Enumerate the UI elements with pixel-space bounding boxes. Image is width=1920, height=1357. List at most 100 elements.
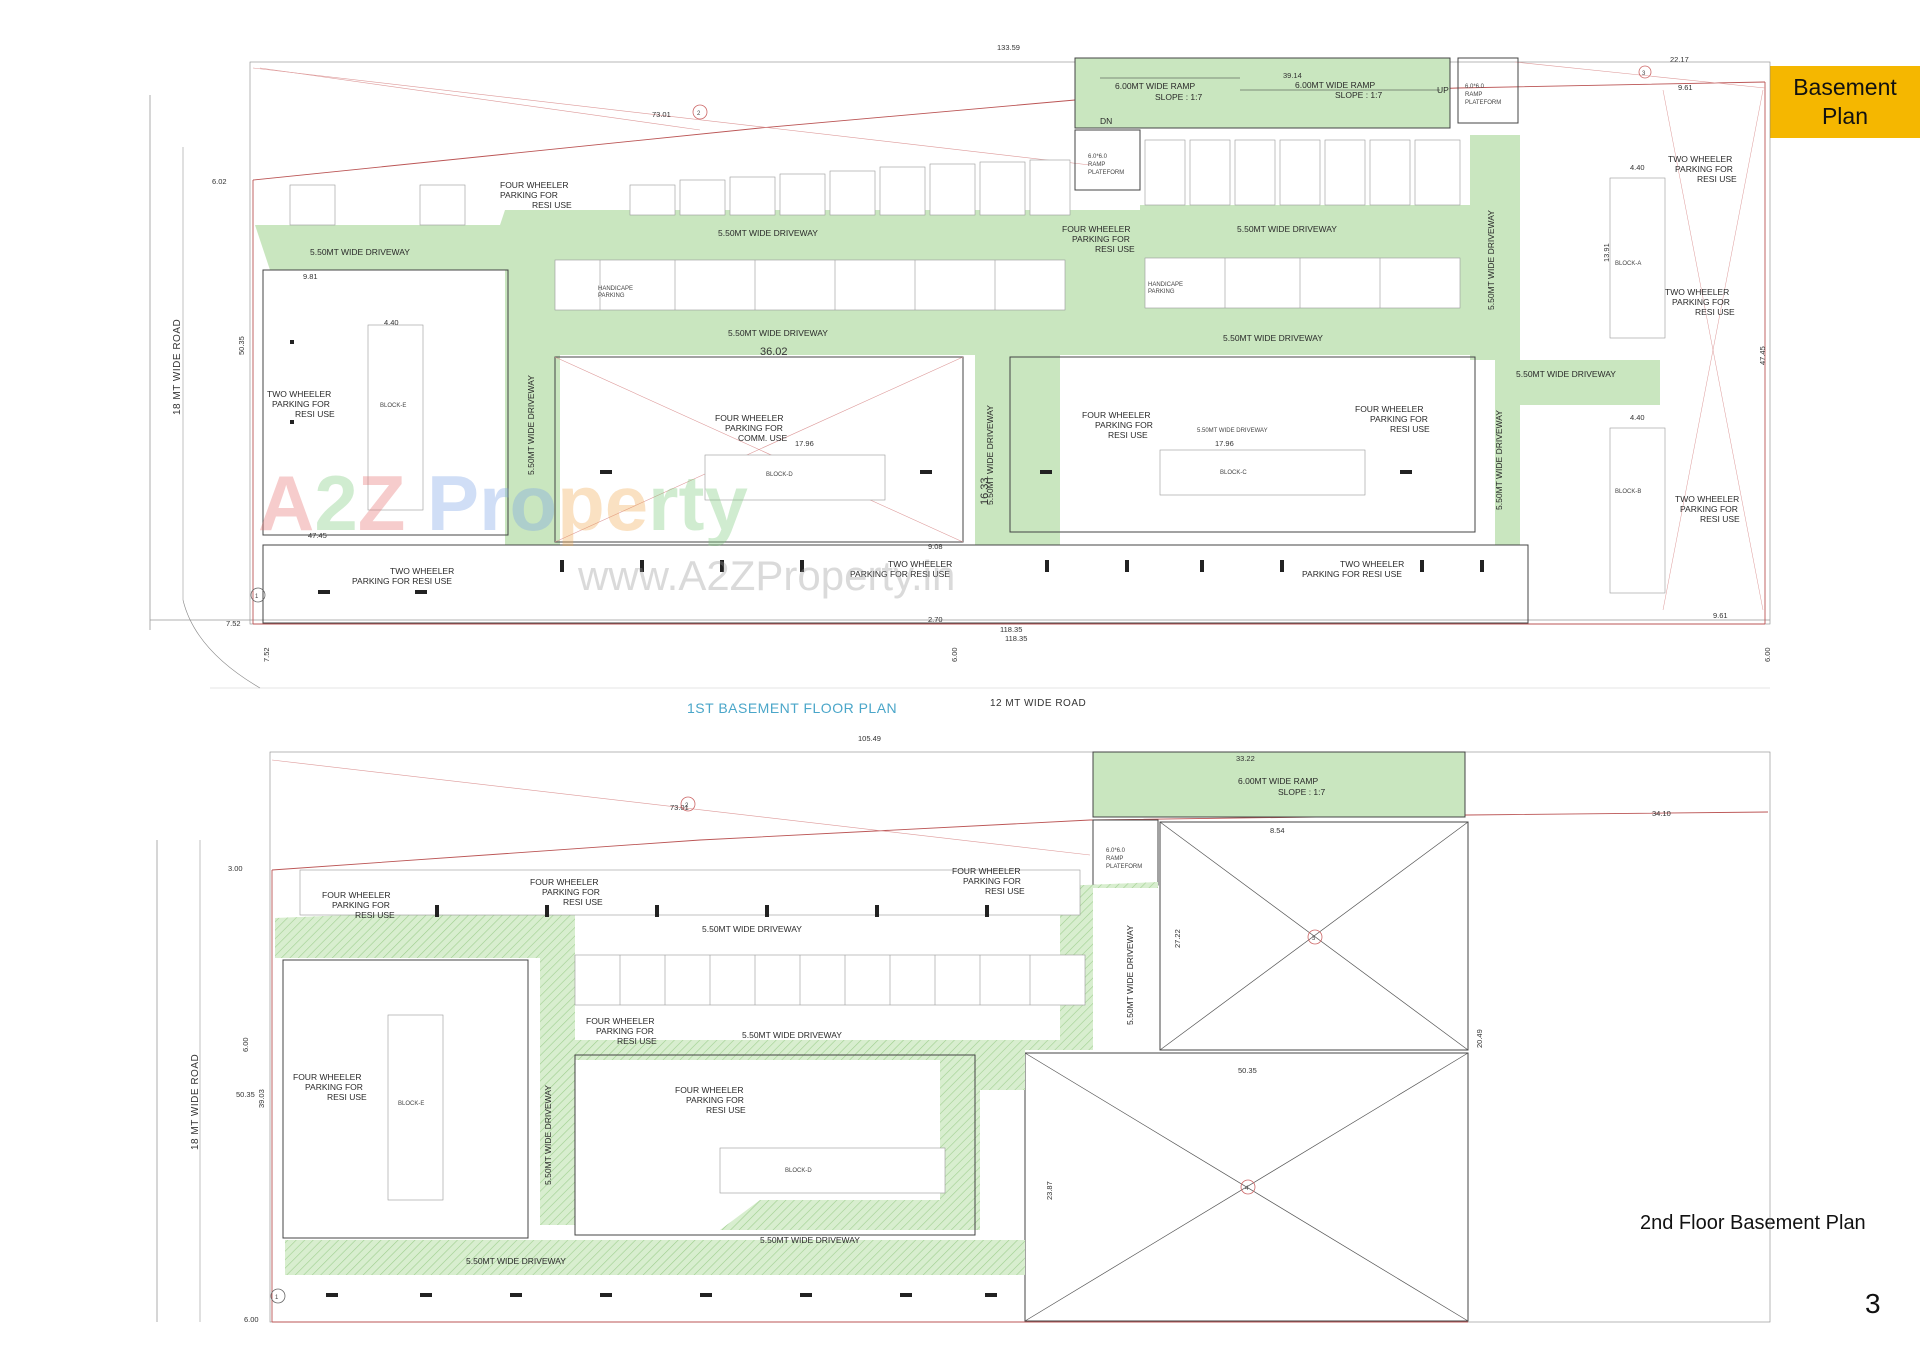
dim-6-00-v1: 7.52: [262, 647, 271, 662]
block-d-core-2: [719, 1147, 946, 1194]
dim-4-40-e: 4.40: [384, 318, 399, 327]
dim-133-59-bottom: 118.35: [1000, 625, 1022, 634]
ramp-dn-label: DN: [1100, 116, 1112, 126]
grid-marker-4: [1240, 1179, 1256, 1195]
block-e-zone: [262, 269, 509, 536]
driveway-2-label-4: 5.50MT WIDE DRIVEWAY: [466, 1256, 566, 1266]
road-left-label: 18 MT WIDE ROAD: [172, 319, 183, 415]
grid-marker-3b: [1307, 929, 1323, 945]
dim2-27-22: 8.54: [1270, 826, 1285, 835]
dim-6-00-v3: 6.00: [1763, 647, 1772, 662]
road-left-label-2: 18 MT WIDE ROAD: [190, 1054, 201, 1150]
driveway-label-6: 5.50MT WIDE DRIVEWAY: [1516, 369, 1616, 379]
dim2-73-01: 73.01: [670, 803, 689, 812]
driveway-2-label-v2: 5.50MT WIDE DRIVEWAY: [1125, 925, 1135, 1025]
grid-marker-3: [1638, 65, 1652, 79]
dim2-33-22: 33.22: [1236, 754, 1255, 763]
grid-label-4: 4: [1245, 1186, 1249, 1192]
driveway-area-2: [275, 882, 1158, 1230]
driveway-label-4: 5.50MT WIDE DRIVEWAY: [728, 328, 828, 338]
ramp1-slope: SLOPE : 1:7: [1155, 92, 1203, 102]
right-diag-2: [1662, 89, 1764, 611]
tower-3-zone: [1159, 821, 1469, 1051]
driveway-label-v2: 5.50MT WIDE DRIVEWAY: [985, 405, 995, 505]
grid-label-3: 3: [1642, 71, 1646, 77]
driveway-2-label-2: 5.50MT WIDE DRIVEWAY: [742, 1030, 842, 1040]
driveway-2-label-1: 5.50MT WIDE DRIVEWAY: [702, 924, 802, 934]
dim2-6-00-b: 50.35: [236, 1090, 255, 1099]
watermark-url: www.A2ZProperty.in: [577, 552, 955, 599]
dim2-105-49: 105.49: [858, 734, 881, 743]
driveway-2-label-v1: 5.50MT WIDE DRIVEWAY: [543, 1085, 553, 1185]
block-e-core: [367, 324, 424, 511]
tower-4-zone: [1024, 1052, 1469, 1322]
dim-22-17: 22.17: [1670, 55, 1689, 64]
tower-3-diag-2: [1159, 821, 1469, 1051]
road-bottom-label: 12 MT WIDE ROAD: [990, 698, 1086, 709]
dim2-6-00-c: 6.00: [244, 1315, 259, 1324]
dim-132-38: 118.35: [1005, 634, 1027, 643]
two-wheeler-strip: [262, 544, 1529, 624]
block-a-label: BLOCK-A: [1615, 261, 1641, 267]
block-d-label: BLOCK-D: [766, 472, 793, 478]
driveway-label-v4: 5.50MT WIDE DRIVEWAY: [1494, 410, 1504, 510]
dim-118-35-b: 2.70: [928, 615, 943, 624]
dim-73-01: 73.01: [652, 110, 671, 119]
dim2-6-00-a: 3.00: [228, 864, 243, 873]
block-e-core-2: [387, 1014, 444, 1201]
block-d-core: [704, 454, 886, 501]
grid-label-3b: 3: [1312, 936, 1316, 942]
second-plan-title: 2nd Floor Basement Plan: [1640, 1212, 1866, 1234]
ramp2-slope: SLOPE : 1:7: [1335, 90, 1383, 100]
ramp-platform-left: [1074, 129, 1141, 191]
driveway-top-right: [1140, 205, 1470, 255]
driveway-bottom-2: [285, 1240, 1025, 1275]
dim-47-45: 47.45: [1758, 346, 1767, 365]
dim-39-14: 39.14: [1283, 71, 1302, 80]
driveway-label-v1: 5.50MT WIDE DRIVEWAY: [526, 375, 536, 475]
diag-2-1: [271, 759, 1091, 856]
slanted-boundary-2: [271, 811, 1769, 871]
block-c-label: BLOCK-C: [1220, 470, 1247, 476]
grid-marker-1b: [270, 1288, 286, 1304]
ramp-outline-2: [1092, 751, 1466, 818]
block-c-zone: [1009, 356, 1476, 533]
driveway-label-1: 5.50MT WIDE DRIVEWAY: [310, 247, 410, 257]
driveway-label-v3: 5.50MT WIDE DRIVEWAY: [1486, 210, 1496, 310]
dim-13-91: 13.91: [1602, 243, 1611, 262]
diag-2: [259, 67, 701, 131]
dim-17-96-d: 17.96: [795, 439, 814, 448]
page-number: 3: [1865, 1288, 1881, 1319]
block-d-zone-2: [574, 1054, 976, 1236]
block-d-diag-2: [554, 356, 964, 543]
plan1-title: 1ST BASEMENT FLOOR PLAN: [687, 700, 897, 716]
site-boundary-2: [269, 751, 1771, 1323]
grid-label-2: 2: [697, 111, 701, 117]
ramp-slope-2: SLOPE : 1:7: [1278, 787, 1326, 797]
grid-marker-2: [692, 104, 708, 120]
dim2-50-35-r: 20.49: [1475, 1029, 1484, 1048]
ramp-up-label: UP: [1437, 85, 1449, 95]
block-e-zone-2: [282, 959, 529, 1239]
dim-6-00-v2: 6.00: [950, 647, 959, 662]
dim-36-02: 36.02: [760, 346, 788, 358]
grid-marker-2b: [680, 796, 696, 812]
corner-curve: [182, 599, 261, 689]
ramp-area: [1075, 58, 1450, 128]
block-e-label-2: BLOCK-E: [398, 1101, 424, 1107]
